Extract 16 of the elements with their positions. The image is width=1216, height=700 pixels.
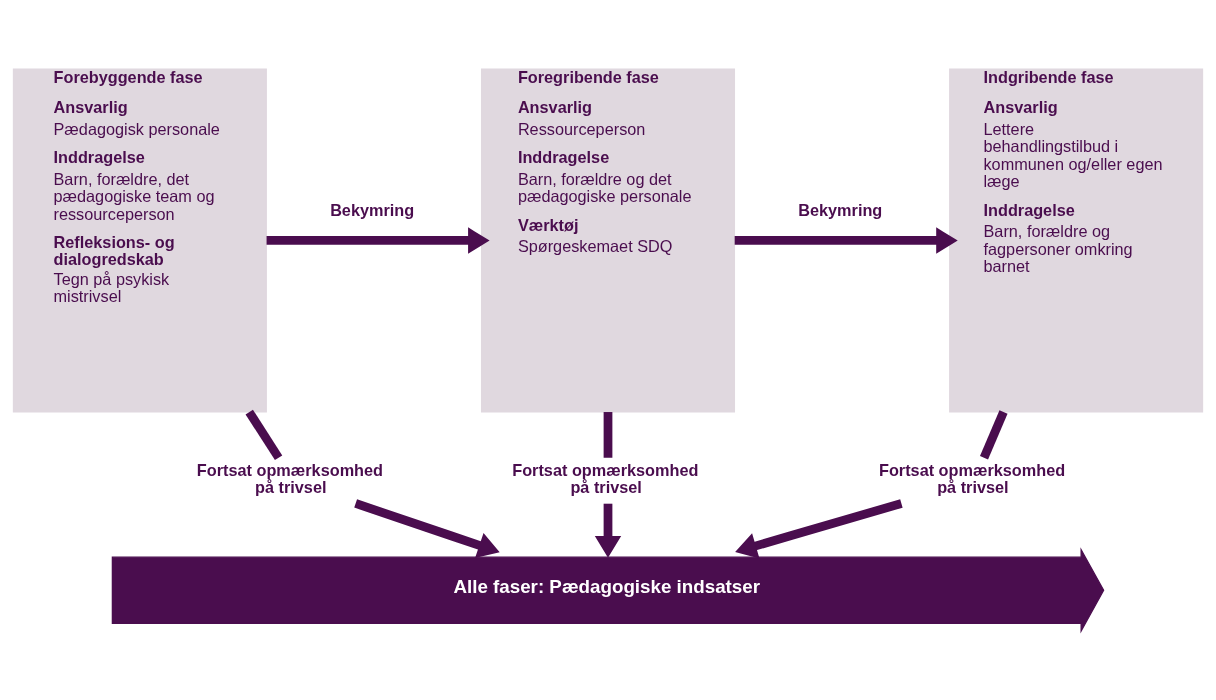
connector: [980, 410, 1008, 460]
arrow: [735, 499, 903, 559]
node-text: Fortsat opmærksomhed på trivsel: [196, 461, 384, 496]
node-box: Foregribende fase Ansvarlig Ressourceperson Inddragelse Barn, forældre og det pædagogiske personale Værktøj Spørgeskemaet SDQ: [480, 68, 736, 413]
connector: [603, 412, 613, 458]
node-text: Fortsat opmærksomhed på trivsel: [878, 461, 1066, 496]
arrow: [354, 499, 500, 558]
edge-label: Bekymring: [330, 200, 415, 219]
arrow: [734, 227, 958, 254]
connector: [245, 409, 283, 461]
node-box: Indgribende fase Ansvarlig Lettere behandlingstilbud i kommunen og/eller egen læge Inddragelse Barn, forældre og fagpersoner omkring barnet: [949, 68, 1204, 413]
node-text: Fortsat opmærksomhed på trivsel: [512, 461, 699, 496]
edge-label: Bekymring: [798, 200, 883, 219]
node-box: Forebyggende fase Ansvarlig Pædagogisk personale Inddragelse Barn, forældre, det pædagogiske team og ressourceperson Refleksions- og dialogredskab Tegn på psykisk mistrivsel: [12, 68, 267, 413]
arrow: [594, 503, 622, 558]
arrow: [266, 227, 490, 254]
